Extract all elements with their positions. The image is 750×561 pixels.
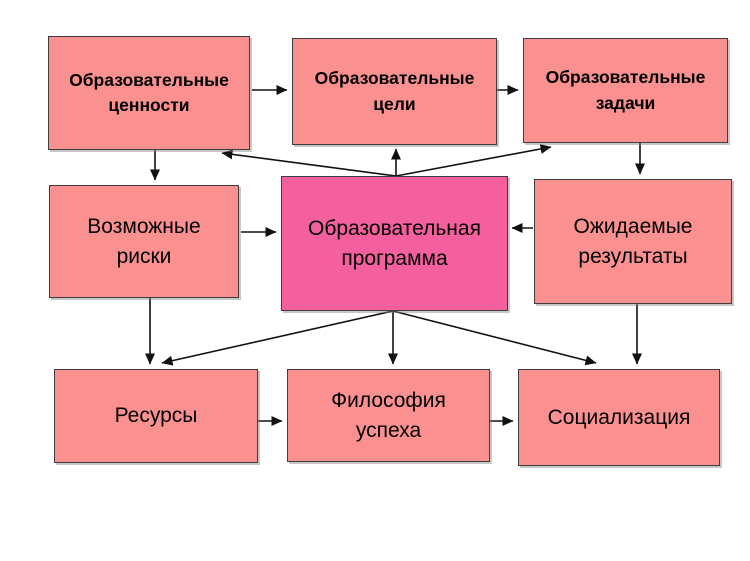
node-philosophy-label: Философия успеха bbox=[331, 388, 446, 442]
node-values: Образовательные ценности bbox=[48, 36, 250, 150]
node-program-label: Образовательная программа bbox=[308, 216, 481, 270]
node-goals-label: Образовательные цели bbox=[314, 68, 475, 114]
node-socialization: Социализация bbox=[518, 369, 720, 466]
node-tasks-label: Образовательные задачи bbox=[545, 67, 706, 113]
node-results-label: Ожидаемые результаты bbox=[573, 214, 693, 268]
node-socialization-label: Социализация bbox=[547, 405, 691, 429]
edge-program-to-tasks bbox=[395, 144, 552, 177]
edge-program-to-values bbox=[221, 149, 397, 177]
node-risks: Возможные риски bbox=[49, 185, 239, 298]
node-tasks: Образовательные задачи bbox=[523, 38, 728, 143]
node-philosophy: Философия успеха bbox=[287, 369, 490, 462]
node-resources: Ресурсы bbox=[54, 369, 258, 463]
node-program: Образовательная программа bbox=[281, 176, 508, 311]
edge-program-to-resources bbox=[161, 310, 394, 366]
node-risks-label: Возможные риски bbox=[87, 214, 201, 268]
node-goals: Образовательные цели bbox=[292, 38, 497, 145]
node-values-label: Образовательные ценности bbox=[69, 69, 229, 115]
edge-program-to-socialization bbox=[392, 310, 597, 366]
node-results: Ожидаемые результаты bbox=[534, 179, 732, 304]
node-resources-label: Ресурсы bbox=[114, 404, 198, 428]
